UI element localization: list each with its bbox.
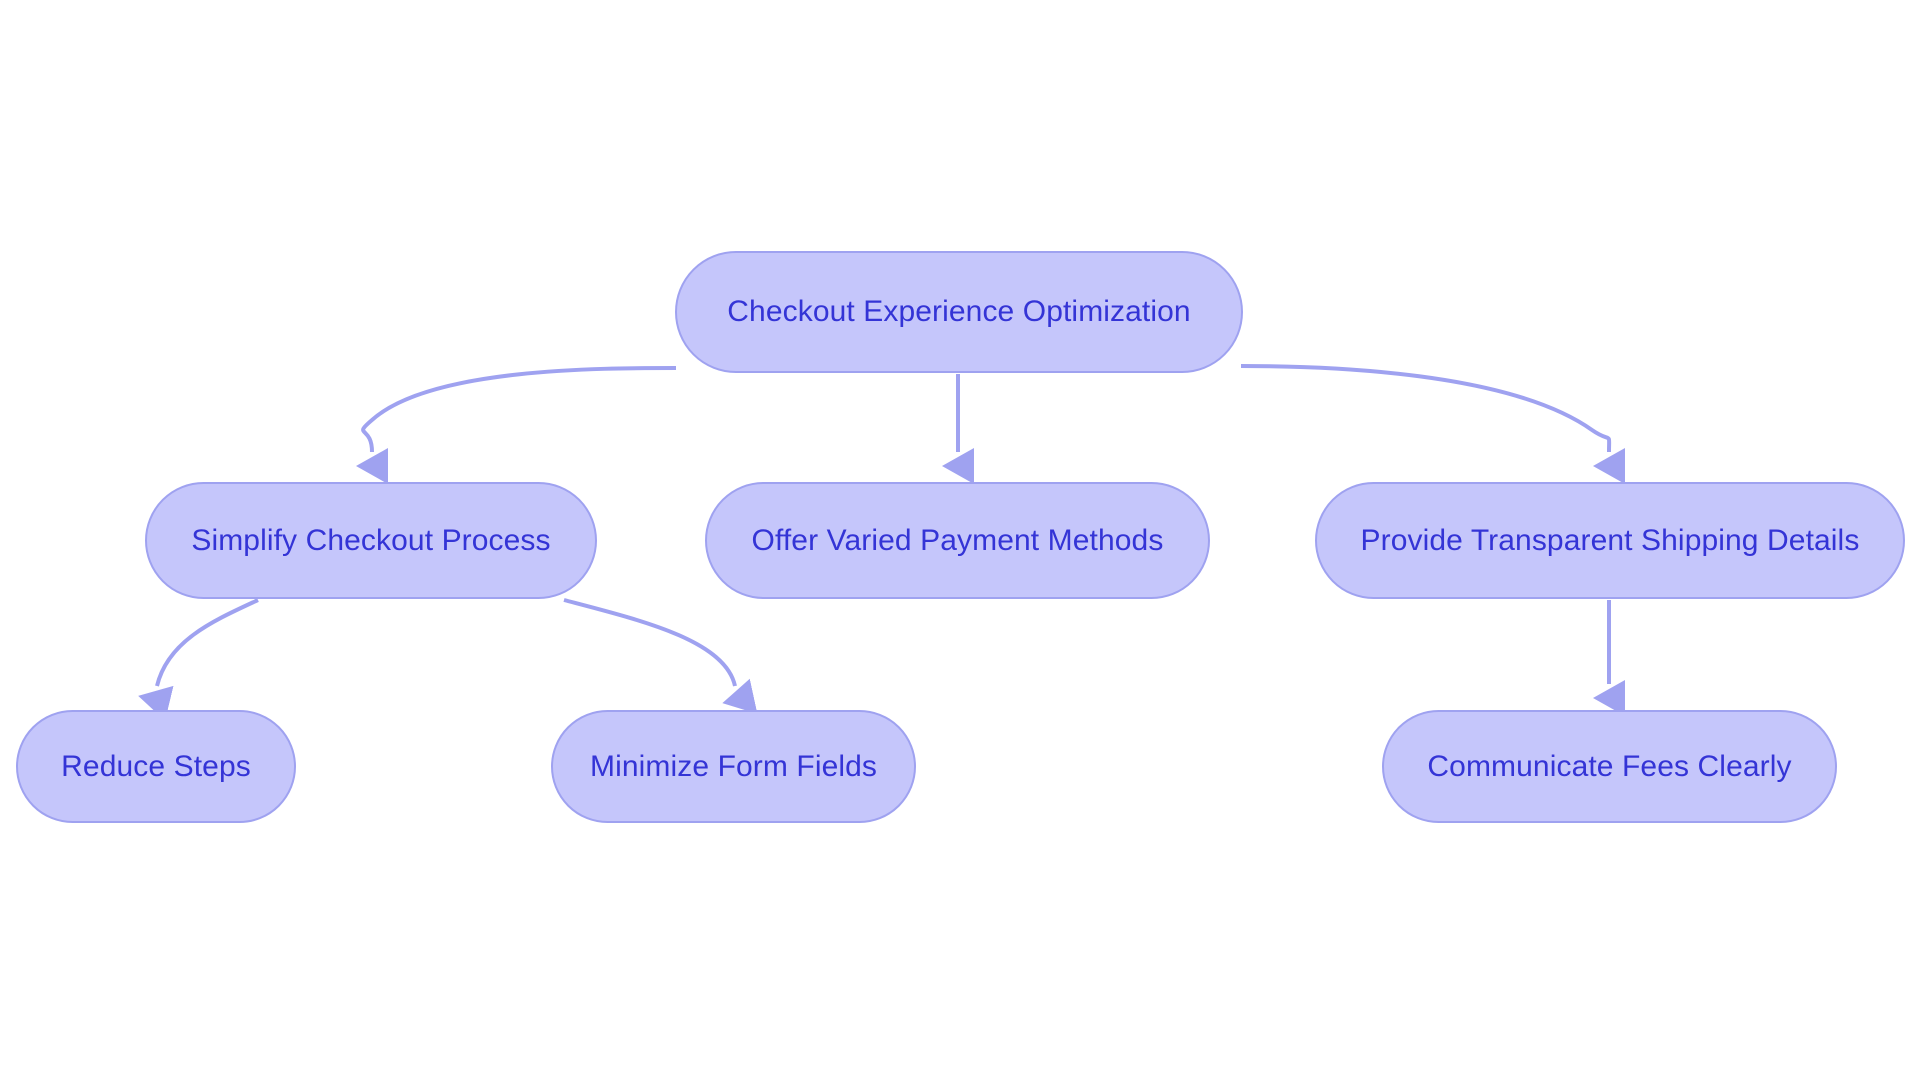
- node-label: Minimize Form Fields: [589, 749, 878, 783]
- node-label: Reduce Steps: [61, 749, 251, 783]
- node-label: Provide Transparent Shipping Details: [1360, 523, 1860, 557]
- node-communicate-fees-clearly[interactable]: Communicate Fees Clearly: [1382, 710, 1837, 823]
- node-label: Communicate Fees Clearly: [1427, 749, 1792, 783]
- node-checkout-experience-optimization[interactable]: Checkout Experience Optimization: [675, 251, 1243, 373]
- node-label: Offer Varied Payment Methods: [751, 523, 1164, 557]
- edge-root-shipping: [1240, 364, 1626, 485]
- node-reduce-steps[interactable]: Reduce Steps: [16, 710, 296, 823]
- node-provide-transparent-shipping-details[interactable]: Provide Transparent Shipping Details: [1315, 482, 1905, 599]
- edge-simplify-reduce-steps: [138, 598, 259, 721]
- edge-simplify-form-fields: [563, 598, 758, 714]
- node-minimize-form-fields[interactable]: Minimize Form Fields: [551, 710, 916, 823]
- node-label: Simplify Checkout Process: [191, 523, 551, 557]
- node-offer-varied-payment-methods[interactable]: Offer Varied Payment Methods: [705, 482, 1210, 599]
- node-simplify-checkout-process[interactable]: Simplify Checkout Process: [145, 482, 597, 599]
- edge-root-simplify: [356, 366, 677, 484]
- node-label: Checkout Experience Optimization: [727, 295, 1191, 328]
